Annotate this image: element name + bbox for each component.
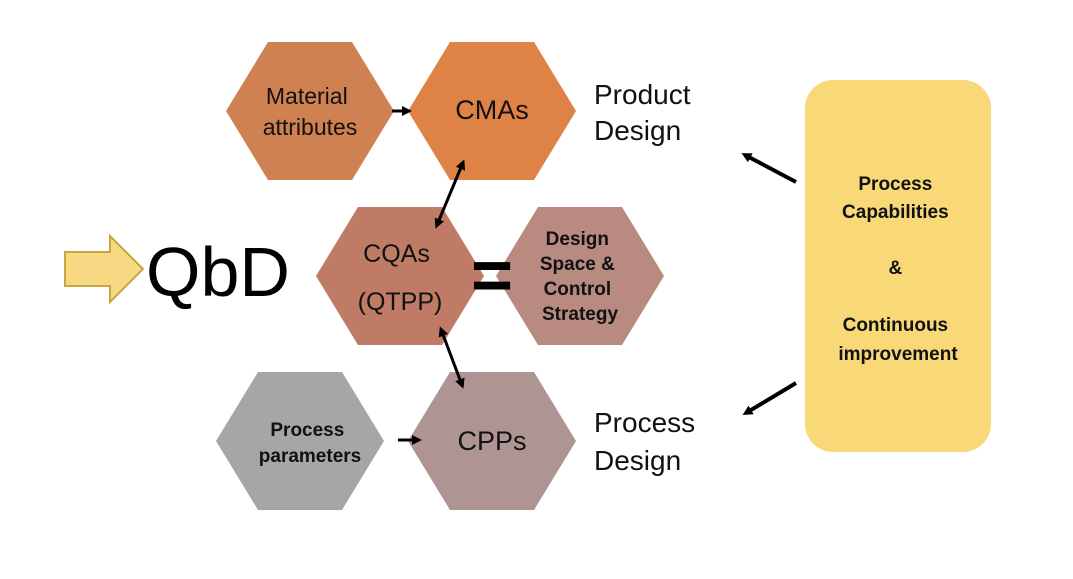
hex-material-attributes [226,42,394,180]
hex-design-space-label: Design Space & Control Strategy [540,229,620,325]
capabilities-box-text: Process Capabilities & Continuous improv… [838,174,958,365]
hex-material-attributes-label: Material attributes [263,83,358,140]
hex-design-space [496,207,664,345]
process-design-label: Process Design [594,407,703,476]
hex-process-parameters-label: Process parameters [259,420,361,467]
hex-cmas [408,42,576,180]
hex-process-parameters [216,372,384,510]
arrow-box-to-process-design [742,381,798,416]
hex-cpps-label: CPPs [457,426,526,456]
equals-sign: = [471,236,513,316]
capabilities-box [805,80,991,452]
hex-cqas [316,207,484,345]
hex-cqas-label: CQAs (QTPP) [358,240,443,316]
hex-cmas-label: CMAs [455,95,529,125]
product-design-label: Product Design [594,79,698,146]
hex-cpps [408,372,576,510]
arrow-cqas-cpps [438,326,465,389]
arrow-box-to-product-design [741,153,797,184]
qbd-arrow-icon [64,233,145,305]
arrow-cmas-cqas [434,159,466,229]
qbd-label: QbD [146,233,290,311]
